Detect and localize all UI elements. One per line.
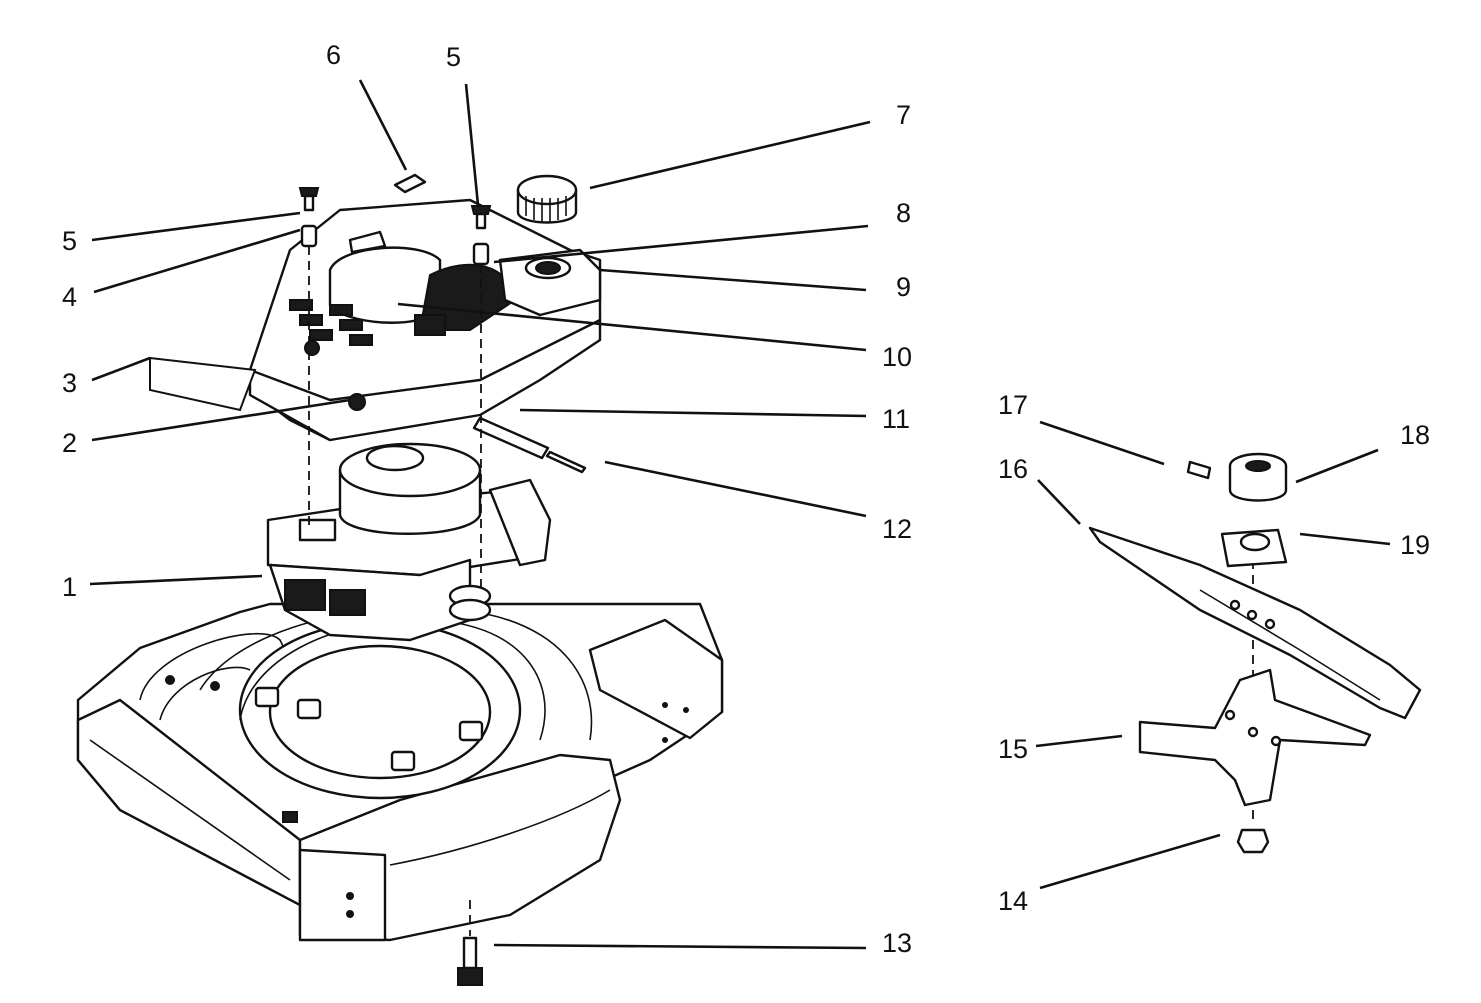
- adapter-plate: [1220, 528, 1288, 568]
- callout-13: 13: [882, 928, 912, 958]
- deck-bolt: [457, 936, 483, 986]
- callout-5-top: 5: [446, 42, 461, 72]
- callout-2: 2: [62, 428, 77, 458]
- callout-7: 7: [896, 100, 911, 130]
- screw-left: [298, 187, 320, 212]
- callout-11: 11: [882, 404, 910, 434]
- pulley: [1228, 452, 1288, 502]
- callout-9: 9: [896, 272, 911, 302]
- pin: [393, 173, 427, 194]
- fuel-tank: [498, 248, 602, 317]
- leader-lines: [89, 79, 1391, 950]
- callout-1: 1: [62, 572, 77, 602]
- screw-right: [470, 205, 492, 230]
- callout-10: 10: [882, 342, 912, 372]
- blade-adapter: [1138, 668, 1372, 807]
- blade: [1088, 526, 1422, 720]
- rod: [472, 416, 587, 474]
- callout-5-left: 5: [62, 226, 77, 256]
- callout-18: 18: [1400, 420, 1430, 450]
- spacer-left: [300, 224, 318, 248]
- callout-4: 4: [62, 282, 77, 312]
- blade-nut: [1236, 828, 1270, 854]
- callout-6: 6: [326, 40, 341, 70]
- callout-8: 8: [896, 198, 911, 228]
- callout-14: 14: [998, 886, 1028, 916]
- callout-17: 17: [998, 390, 1028, 420]
- fuel-cap: [516, 174, 578, 224]
- callout-16: 16: [998, 454, 1028, 484]
- mower-deck: [76, 602, 724, 942]
- callout-labels: 1 2 3 4 5 5 6 7 8 9 10 11 12 13 14 15 16…: [62, 40, 1430, 958]
- engine: [266, 442, 552, 642]
- callout-19: 19: [1400, 530, 1430, 560]
- vent-grilles: [289, 299, 446, 346]
- set-screw: [1186, 460, 1212, 480]
- callout-12: 12: [882, 514, 912, 544]
- decal: [149, 356, 257, 412]
- callout-15: 15: [998, 734, 1028, 764]
- spacer-right: [472, 242, 490, 266]
- callout-3: 3: [62, 368, 77, 398]
